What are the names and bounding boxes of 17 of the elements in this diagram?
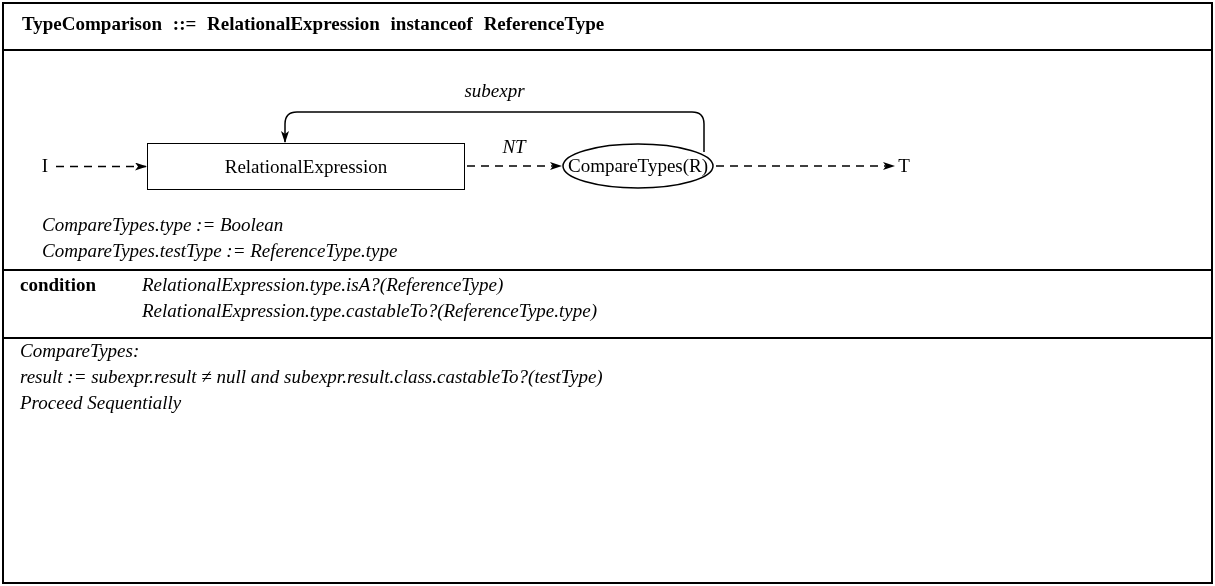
condition-keyword: condition <box>20 274 97 296</box>
arrow <box>715 162 895 170</box>
arrow <box>281 111 705 153</box>
rule-text: Proceed Sequentially <box>20 392 182 414</box>
arrow <box>466 162 562 170</box>
arrow <box>55 162 147 171</box>
process-ellipse: CompareTypes(R) <box>562 143 714 189</box>
terminal-label: I <box>36 153 54 179</box>
attribute-rule: CompareTypes.testType := ReferenceType.type <box>42 240 398 262</box>
rule-text: result := subexpr.result ≠ null and subexpr.result.class.castableTo?(testType) <box>20 366 603 388</box>
heading: TypeComparison ::= RelationalExpression instanceof ReferenceType <box>22 13 605 35</box>
terminal-label: T <box>895 153 913 179</box>
process-box: RelationalExpression <box>147 143 465 190</box>
rule-heading: CompareTypes: <box>20 340 140 362</box>
condition-text: RelationalExpression.type.castableTo?(ReferenceType.type) <box>142 300 597 322</box>
condition-text: RelationalExpression.type.isA?(ReferenceType) <box>142 274 504 296</box>
attribute-rule: CompareTypes.type := Boolean <box>42 214 284 236</box>
